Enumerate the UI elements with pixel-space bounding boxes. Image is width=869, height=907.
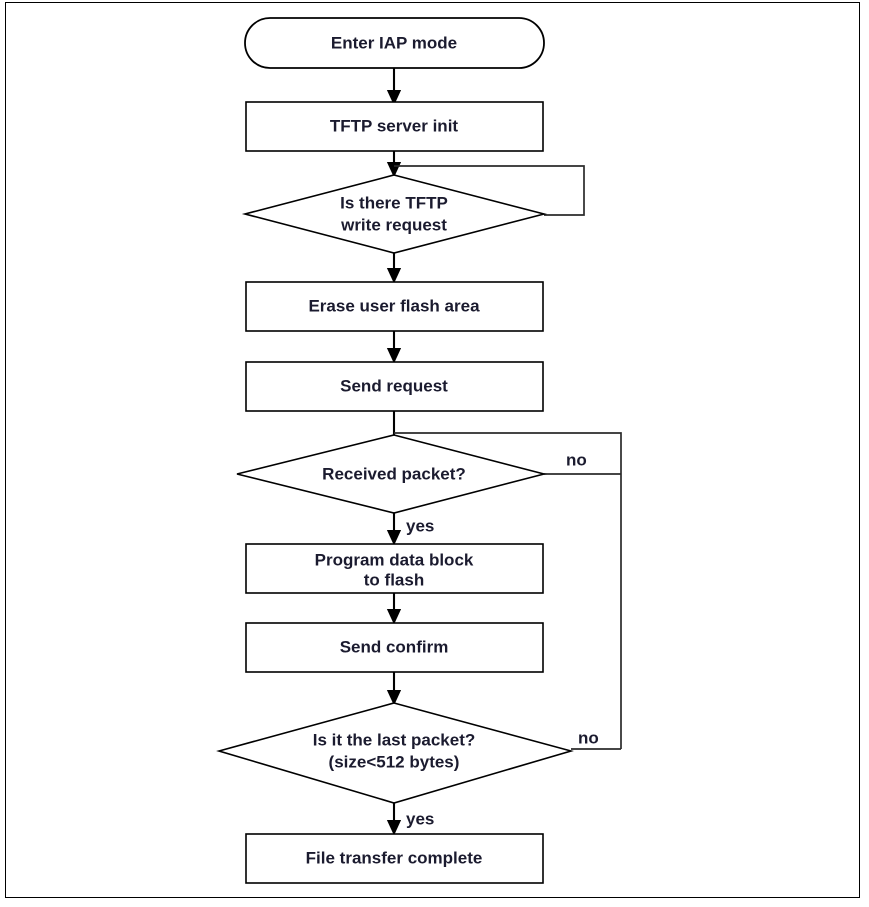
flowchart-svg: Enter IAP mode TFTP server init Is there… bbox=[216, 17, 622, 884]
node-send-request[interactable]: Send request bbox=[245, 361, 544, 412]
node-received-packet[interactable]: Received packet? bbox=[236, 434, 548, 514]
edge-label-last-packet-yes: yes bbox=[406, 809, 434, 828]
node-received-packet-label: Received packet? bbox=[322, 464, 466, 483]
edge-write-req-loopback bbox=[394, 165, 585, 216]
node-file-transfer-complete[interactable]: File transfer complete bbox=[245, 833, 544, 884]
node-is-there-tftp-write-request-label-line1: Is there TFTP bbox=[340, 193, 448, 212]
node-program-data-block-label-line1: Program data block bbox=[315, 550, 474, 569]
edge-label-recv-packet-no: no bbox=[566, 450, 587, 469]
node-program-data-block[interactable]: Program data block to flash bbox=[245, 543, 544, 594]
node-is-it-the-last-packet-label-line1: Is it the last packet? bbox=[313, 730, 476, 749]
node-send-request-label: Send request bbox=[340, 376, 448, 395]
diagram-frame: Enter IAP mode TFTP server init Is there… bbox=[5, 2, 860, 898]
node-start[interactable]: Enter IAP mode bbox=[244, 17, 545, 69]
node-is-it-the-last-packet[interactable]: Is it the last packet? (size<512 bytes) bbox=[216, 702, 574, 804]
edge-label-last-packet-no: no bbox=[578, 728, 599, 747]
node-is-it-the-last-packet-label-line2: (size<512 bytes) bbox=[329, 752, 460, 771]
node-program-data-block-label-line2: to flash bbox=[364, 570, 424, 589]
node-file-transfer-complete-label: File transfer complete bbox=[306, 848, 483, 867]
node-erase-user-flash-area[interactable]: Erase user flash area bbox=[245, 281, 544, 332]
node-send-confirm[interactable]: Send confirm bbox=[245, 622, 544, 673]
edge-label-recv-packet-yes: yes bbox=[406, 516, 434, 535]
edge-return-bus bbox=[394, 432, 622, 749]
node-tftp-server-init[interactable]: TFTP server init bbox=[245, 101, 544, 152]
node-erase-user-flash-area-label: Erase user flash area bbox=[308, 296, 480, 315]
node-is-there-tftp-write-request[interactable]: Is there TFTP write request bbox=[241, 174, 548, 254]
node-start-label: Enter IAP mode bbox=[331, 33, 457, 52]
node-is-there-tftp-write-request-label-line2: write request bbox=[340, 215, 447, 234]
node-send-confirm-label: Send confirm bbox=[340, 637, 449, 656]
node-tftp-server-init-label: TFTP server init bbox=[330, 116, 459, 135]
